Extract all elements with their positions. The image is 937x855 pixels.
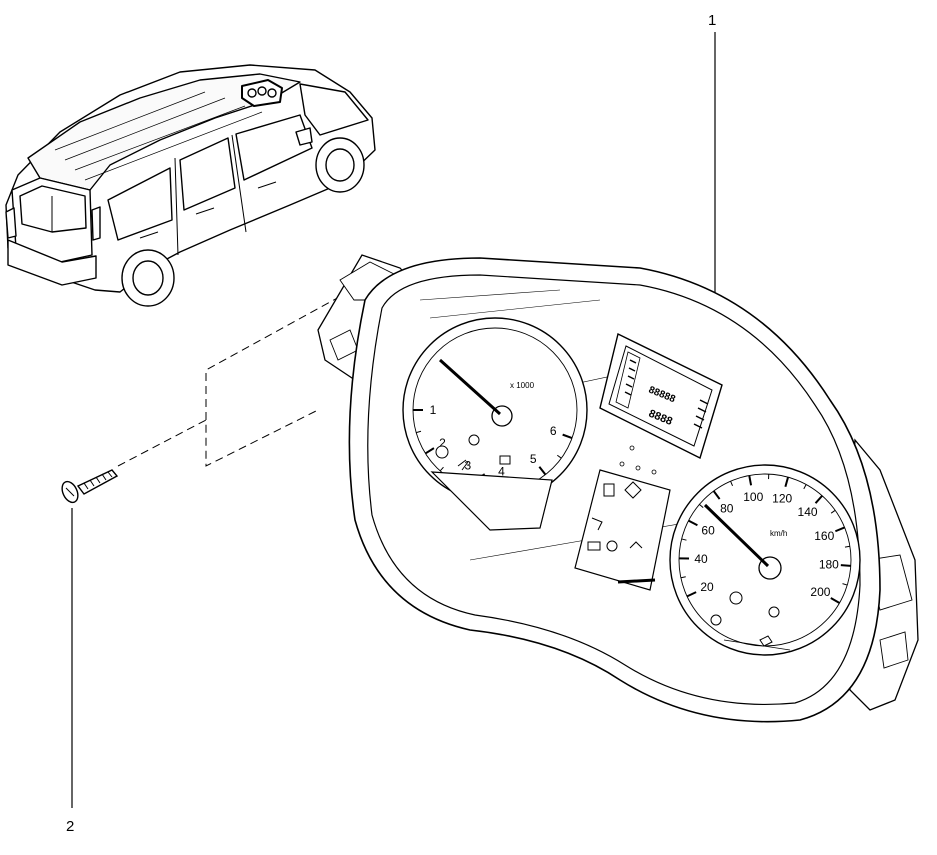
dial-scale-label: 20 <box>700 580 714 594</box>
dial-scale-label: 60 <box>701 524 715 538</box>
oil-pressure-icon <box>607 541 617 551</box>
battery-icon <box>588 542 600 550</box>
dial-scale-label: 80 <box>720 502 734 516</box>
screw-shank <box>78 470 117 494</box>
dial-scale-label: 160 <box>814 529 834 543</box>
dial-tick <box>841 565 851 566</box>
callout-label-2: 2 <box>66 818 74 835</box>
dial-scale-label: 120 <box>772 491 792 505</box>
dial-scale-label: 140 <box>798 505 818 519</box>
warning-circle-icon <box>436 446 448 458</box>
rear-fog-icon <box>769 607 779 617</box>
trip-reset-knob <box>618 580 655 582</box>
dial-scale-label: 1 <box>430 403 437 417</box>
lamp-icon <box>500 456 510 464</box>
screw-part <box>59 470 117 505</box>
tachometer-multiplier: x 1000 <box>510 381 535 390</box>
dial-scale-label: 100 <box>743 490 763 504</box>
dial-scale-label: 6 <box>550 424 557 438</box>
fog-lamp-icon <box>730 592 742 604</box>
brake-warning-icon <box>711 615 721 625</box>
speedometer: 20 40 60 80 100 120 140 160 180 200 km/h <box>670 465 860 655</box>
door-open-icon <box>604 484 614 496</box>
speedometer-unit: km/h <box>770 529 787 538</box>
dial-scale-label: 5 <box>530 452 537 466</box>
headlamp-icon <box>469 435 479 445</box>
dial-scale-label: 40 <box>694 552 708 566</box>
dial-scale-label: 200 <box>810 585 830 599</box>
dial-scale-label: 180 <box>819 557 839 571</box>
vehicle-illustration <box>6 65 375 306</box>
callout-label-1: 1 <box>708 12 716 29</box>
assembly-guide-lines <box>118 290 352 466</box>
